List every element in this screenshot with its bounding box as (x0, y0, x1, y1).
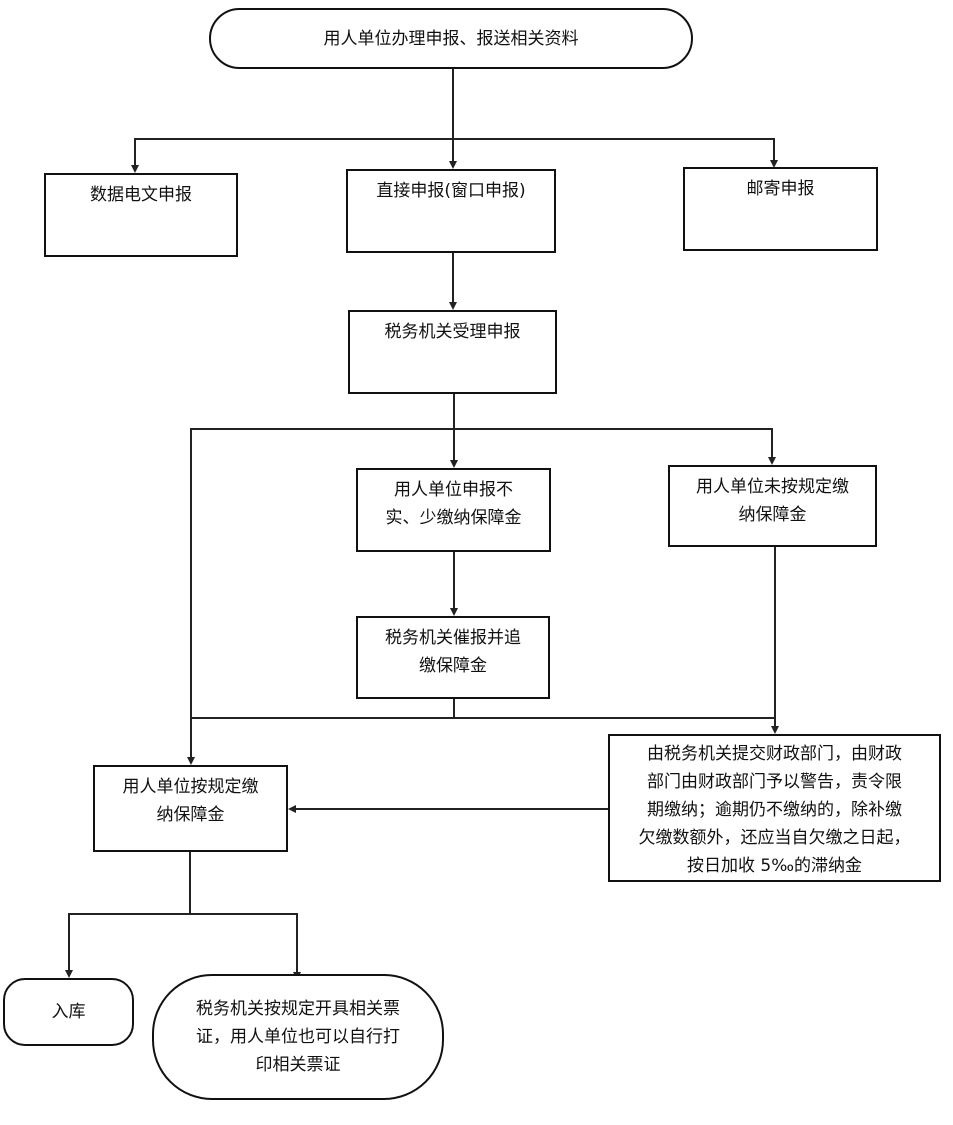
receipt-line: 印相关票证 (255, 1055, 341, 1075)
direct-filing-node: 直接申报(窗口申报) (346, 169, 556, 253)
not-paid-line: 纳保障金 (738, 505, 807, 525)
receipt-node: 税务机关按规定开具相关票 证，用人单位也可以自行打 印相关票证 (152, 974, 444, 1100)
finance-dept-line: 由税务机关提交财政部门，由财政 (647, 744, 902, 764)
paid-line: 用人单位按规定缴 (122, 777, 259, 797)
arrow-head (768, 457, 776, 465)
start-node: 用人单位办理申报、报送相关资料 (209, 8, 693, 69)
finance-dept-line: 按日加收 5‰的滞纳金 (686, 856, 863, 876)
underpay-line: 用人单位申报不 (394, 480, 513, 500)
receipt-line: 证，用人单位也可以自行打 (196, 1027, 400, 1047)
connector (190, 717, 776, 719)
finance-dept-line: 期缴纳；逾期仍不缴纳的，除补缴 (647, 800, 902, 820)
receipt-line: 税务机关按规定开具相关票 (196, 999, 400, 1019)
tax-accept-label: 税务机关受理申报 (384, 322, 521, 342)
arrow-head (450, 460, 458, 468)
urge-payment-line: 税务机关催报并追 (385, 628, 521, 648)
connector (68, 913, 297, 915)
telex-filing-label: 数据电文申报 (90, 185, 192, 205)
arrow-head (449, 302, 457, 310)
urge-payment-line: 缴保障金 (419, 656, 487, 676)
connector (452, 253, 454, 302)
telex-filing-node: 数据电文申报 (44, 173, 238, 257)
direct-filing-label: 直接申报(窗口申报) (376, 181, 526, 201)
arrow-head (770, 160, 778, 168)
arrow-head (450, 608, 458, 616)
arrow-head (131, 165, 139, 173)
connector (190, 428, 192, 758)
connector (189, 851, 191, 914)
connector (453, 551, 455, 609)
connector (773, 138, 775, 160)
paid-node: 用人单位按规定缴 纳保障金 (93, 765, 288, 852)
connector (453, 393, 455, 428)
arrow-head (288, 805, 296, 813)
connector (134, 138, 774, 140)
connector (68, 913, 70, 971)
start-node-label: 用人单位办理申报、报送相关资料 (323, 28, 579, 49)
connector (190, 428, 772, 430)
urge-payment-node: 税务机关催报并追 缴保障金 (356, 616, 550, 699)
finance-dept-line: 部门由财政部门予以警告，责令限 (647, 772, 902, 792)
connector (774, 546, 776, 726)
underpay-line: 实、少缴纳保障金 (385, 508, 522, 528)
mail-filing-node: 邮寄申报 (683, 167, 878, 251)
arrow-head (65, 970, 73, 978)
connector (295, 808, 609, 810)
connector (771, 428, 773, 458)
store-label: 入库 (51, 1002, 86, 1022)
not-paid-node: 用人单位未按规定缴 纳保障金 (668, 465, 877, 547)
tax-accept-node: 税务机关受理申报 (348, 310, 557, 394)
arrow-head (771, 726, 779, 734)
connector (453, 428, 455, 460)
arrow-head (187, 757, 195, 765)
arrow-head (449, 161, 457, 169)
finance-dept-line: 欠缴数额外，还应当自欠缴之日起， (638, 828, 911, 848)
connector (452, 138, 454, 162)
paid-line: 纳保障金 (156, 805, 225, 825)
mail-filing-label: 邮寄申报 (746, 179, 815, 199)
not-paid-line: 用人单位未按规定缴 (696, 477, 849, 497)
underpay-node: 用人单位申报不 实、少缴纳保障金 (356, 468, 551, 552)
connector (453, 698, 455, 718)
connector (296, 913, 298, 973)
connector (134, 138, 136, 166)
finance-dept-node: 由税务机关提交财政部门，由财政 部门由财政部门予以警告，责令限 期缴纳；逾期仍不… (608, 734, 941, 882)
connector (452, 68, 454, 139)
store-node: 入库 (3, 978, 134, 1046)
